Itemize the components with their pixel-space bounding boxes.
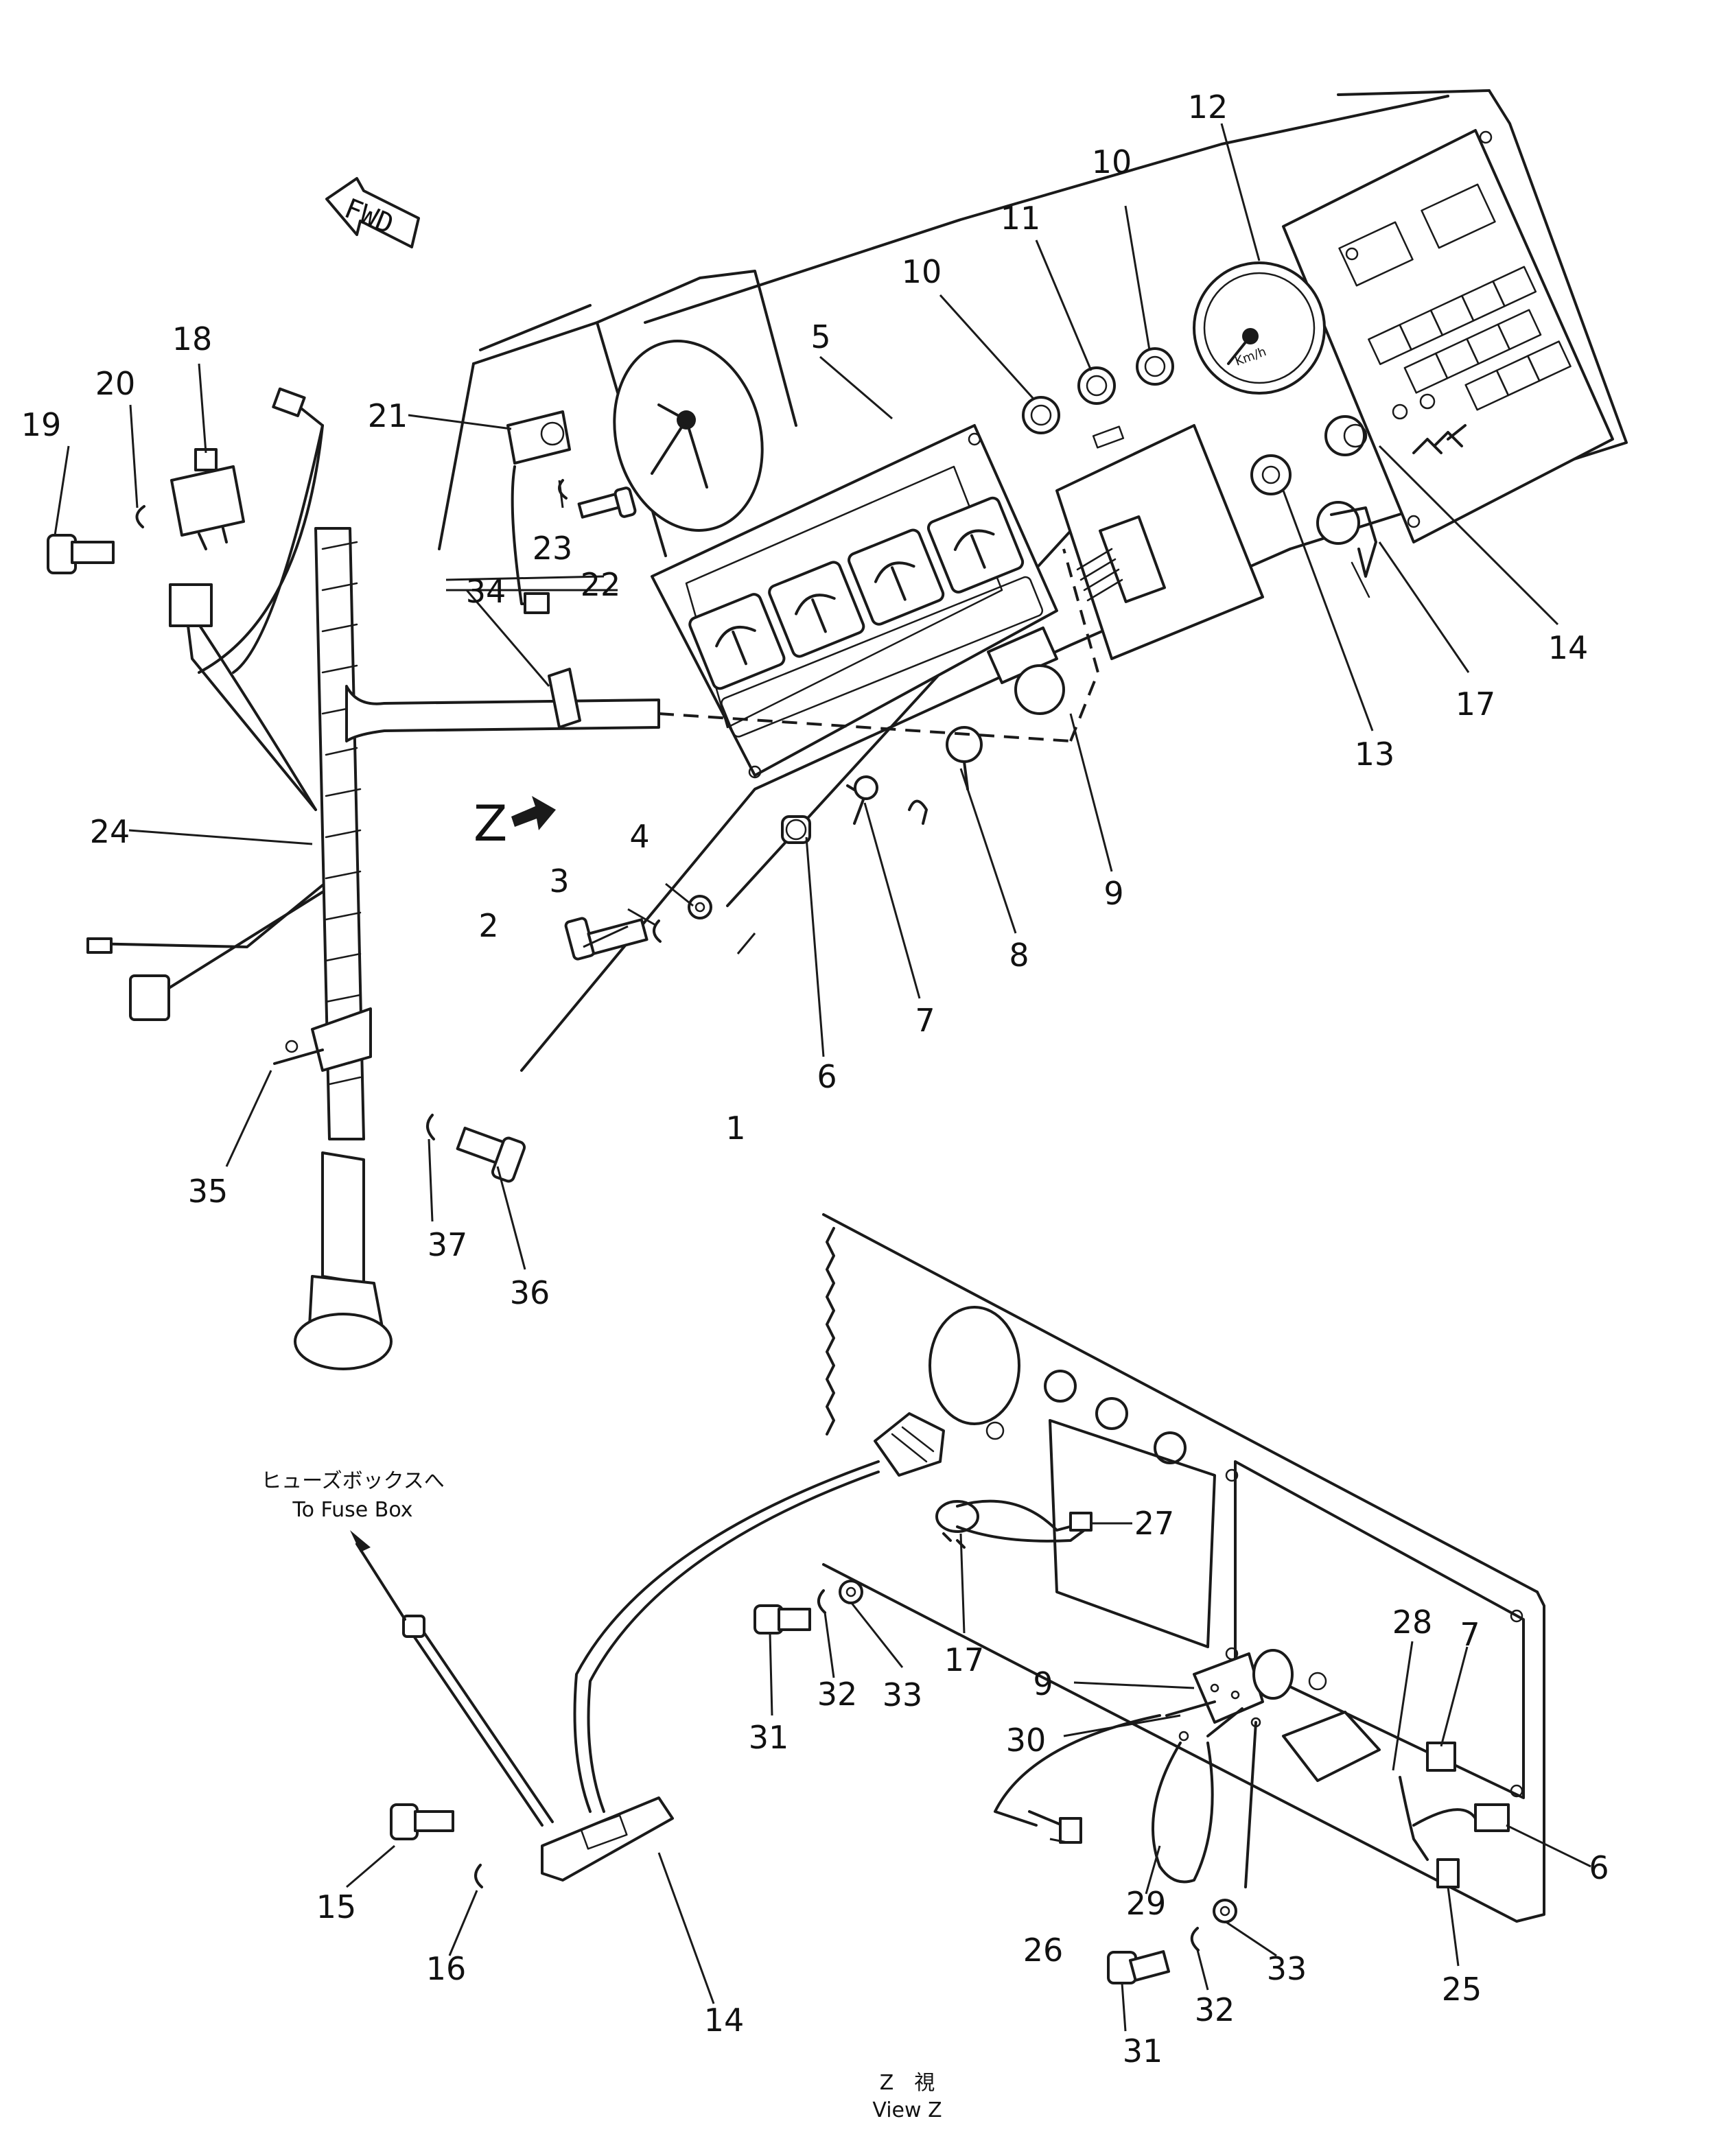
view-z-panel <box>822 1213 1545 1923</box>
annotations: ヒューズボックスへ To Fuse Box Z 視 View Z <box>261 1469 942 2122</box>
part-12: 12 <box>1188 89 1228 126</box>
lower-switches <box>781 626 1065 844</box>
side-pod <box>438 270 797 557</box>
part-32-upper: 32 <box>817 1676 858 1713</box>
part-6: 6 <box>817 1058 837 1095</box>
internal-connector <box>1055 424 1264 660</box>
view-caption-en: View Z <box>872 2098 942 2122</box>
part-19: 19 <box>21 406 62 443</box>
view-z-letter: Z <box>474 795 507 852</box>
part-26: 26 <box>1023 1932 1064 1969</box>
part-29: 29 <box>1126 1885 1167 1922</box>
part-17: 17 <box>1456 686 1496 723</box>
part-25: 25 <box>1442 1971 1482 2008</box>
wire-harness <box>86 387 1100 1370</box>
part-10-left: 10 <box>902 253 942 290</box>
part-5: 5 <box>810 318 830 355</box>
part-4: 4 <box>629 818 649 855</box>
part-14-view-z: 14 <box>704 2002 745 2039</box>
speedometer: Km/h <box>1193 261 1326 395</box>
forward-label: FWD <box>340 193 397 241</box>
part-2: 2 <box>478 907 498 944</box>
part-23: 23 <box>533 530 573 567</box>
gauge-cluster <box>651 424 1058 779</box>
hour-meter-rear <box>994 1649 1327 1888</box>
part-31-lower: 31 <box>1123 2032 1163 2070</box>
panel-switches <box>1250 415 1377 598</box>
bolt-assembly-15-16 <box>390 1803 483 1888</box>
view-z-components <box>1282 1711 1510 1888</box>
view-z-marker: Z <box>474 795 556 852</box>
part-24: 24 <box>90 813 130 850</box>
view-z-cable <box>350 1412 1005 1882</box>
part-9-view-z: 9 <box>1033 1665 1053 1702</box>
part-10-right: 10 <box>1092 143 1132 180</box>
fuse-box-note-jp: ヒューズボックスへ <box>261 1469 445 1493</box>
part-34: 34 <box>466 573 506 610</box>
part-32-lower: 32 <box>1195 1991 1235 2028</box>
part-18: 18 <box>172 320 213 358</box>
part-33-lower: 33 <box>1267 1950 1307 1987</box>
part-number-labels: 1 2 3 4 5 6 7 8 9 10 10 11 12 13 14 17 1… <box>21 89 1609 2070</box>
indicator-lamps <box>1022 347 1174 449</box>
bolt-assembly-31-32-33-lower <box>1107 1899 1237 1984</box>
part-3: 3 <box>549 863 569 900</box>
view-caption-jp: Z 視 <box>880 2071 935 2095</box>
part-15: 15 <box>316 1888 357 1925</box>
part-11: 11 <box>1001 200 1041 237</box>
part-13: 13 <box>1355 736 1395 773</box>
part-17-view-z: 17 <box>944 1641 985 1678</box>
forward-arrow-icon: FWD <box>325 177 420 248</box>
part-7: 7 <box>915 1002 935 1039</box>
bolt-assembly-2-3-4 <box>564 895 712 961</box>
part-6-view-z: 6 <box>1589 1849 1609 1886</box>
key-switch-wiring <box>935 1499 1093 1549</box>
part-7-view-z: 7 <box>1460 1616 1480 1653</box>
buzzer-assembly <box>506 410 637 614</box>
part-8: 8 <box>1009 937 1029 974</box>
switch-panel <box>1282 129 1614 543</box>
part-9: 9 <box>1103 875 1123 912</box>
part-27: 27 <box>1134 1505 1175 1542</box>
part-21: 21 <box>368 397 408 434</box>
part-30: 30 <box>1006 1722 1047 1759</box>
part-14: 14 <box>1548 629 1589 666</box>
bolt-assembly-36-37 <box>426 1114 526 1183</box>
part-33-upper: 33 <box>883 1676 923 1713</box>
part-36: 36 <box>510 1274 550 1311</box>
part-20: 20 <box>95 365 136 402</box>
part-31-upper: 31 <box>749 1719 789 1756</box>
part-35: 35 <box>188 1173 229 1210</box>
bracket-34 <box>548 668 581 729</box>
leader-lines <box>54 123 1591 2032</box>
fuse-box-note-en: To Fuse Box <box>292 1498 412 1522</box>
part-37: 37 <box>428 1226 468 1263</box>
part-16: 16 <box>426 1950 467 1987</box>
part-1: 1 <box>725 1110 745 1147</box>
part-28: 28 <box>1392 1604 1433 1641</box>
part-22: 22 <box>581 566 621 603</box>
relay-assembly <box>47 448 245 574</box>
bolt-assembly-31-32-33-upper <box>754 1580 863 1634</box>
